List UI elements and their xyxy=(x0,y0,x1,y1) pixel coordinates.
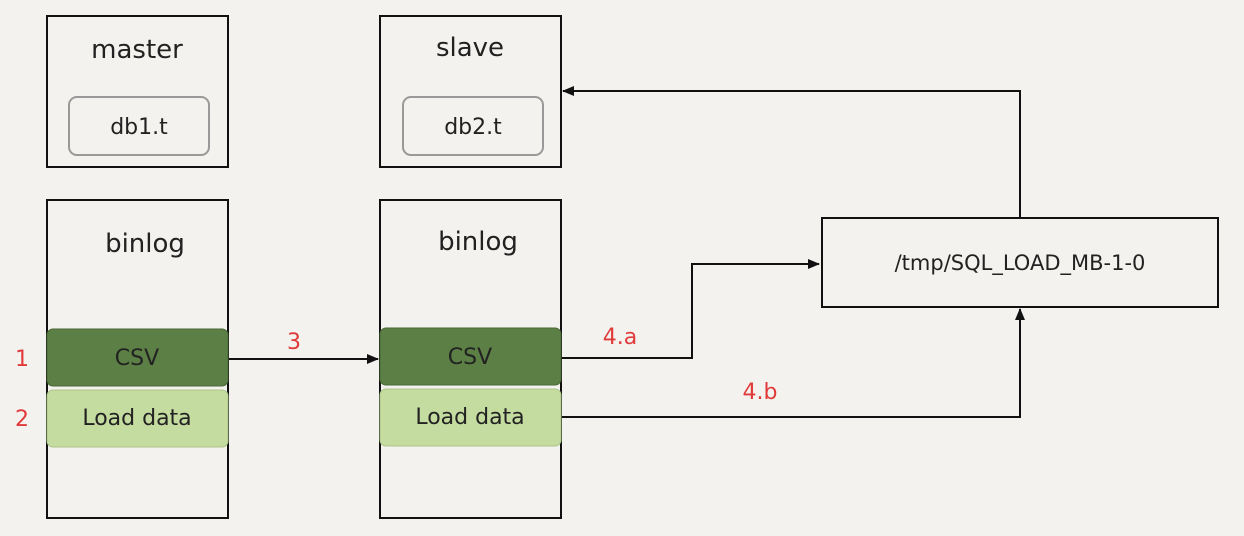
slave-node: slave db2.t xyxy=(379,15,562,168)
master-binlog: binlog CSV Load data xyxy=(46,199,229,519)
master-table-label: db1.t xyxy=(110,115,168,140)
slave-csv-event xyxy=(379,327,562,386)
step-label-3: 3 xyxy=(287,330,301,355)
tmp-file-node: /tmp/SQL_LOAD_MB-1-0 xyxy=(821,217,1219,308)
slave-table-box xyxy=(402,96,544,156)
slave-box xyxy=(379,15,562,168)
slave-title: slave xyxy=(436,33,504,63)
arrow-step-4a xyxy=(562,259,820,359)
master-load-data-label: Load data xyxy=(82,406,191,431)
master-box xyxy=(46,15,229,168)
slave-load-data-label: Load data xyxy=(415,405,524,430)
slave-load-data-event xyxy=(379,388,562,447)
slave-csv-label: CSV xyxy=(448,345,492,370)
master-node: master db1.t xyxy=(46,15,229,168)
slave-binlog-title: binlog xyxy=(438,227,518,257)
tmp-file-path: /tmp/SQL_LOAD_MB-1-0 xyxy=(895,251,1146,276)
arrow-step-4b xyxy=(562,308,1025,418)
master-binlog-title: binlog xyxy=(105,229,185,259)
step-label-1: 1 xyxy=(15,347,29,372)
master-csv-event xyxy=(46,328,229,387)
tmp-file-box xyxy=(821,217,1219,308)
arrow-to-slave-table xyxy=(562,86,1021,217)
master-load-data-event xyxy=(46,389,229,448)
step-label-4b: 4.b xyxy=(743,380,778,405)
master-table-box xyxy=(68,96,210,156)
master-csv-label: CSV xyxy=(115,346,159,371)
master-title: master xyxy=(91,35,183,65)
step-label-4a: 4.a xyxy=(603,325,637,350)
slave-binlog: binlog CSV Load data xyxy=(379,199,562,519)
slave-table-label: db2.t xyxy=(444,115,502,140)
step-label-2: 2 xyxy=(15,407,29,432)
